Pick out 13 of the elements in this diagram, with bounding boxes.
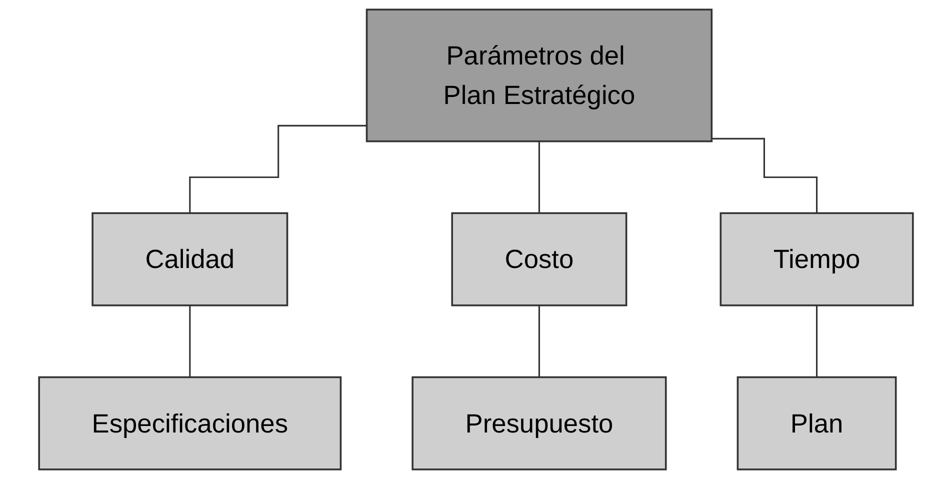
node-box: Plan [736,376,897,470]
connector [538,304,540,378]
connector [189,304,191,378]
node-box: Especificaciones [38,376,342,470]
connector [816,304,818,378]
node-box: Parámetros del Plan Estratégico [366,8,713,142]
node-box: Costo [451,212,628,306]
connector [189,124,367,214]
connector [538,140,540,214]
node-box: Presupuesto [412,376,667,470]
node-box: Tiempo [720,212,914,306]
connector [712,138,818,214]
node-box: Calidad [92,212,288,306]
